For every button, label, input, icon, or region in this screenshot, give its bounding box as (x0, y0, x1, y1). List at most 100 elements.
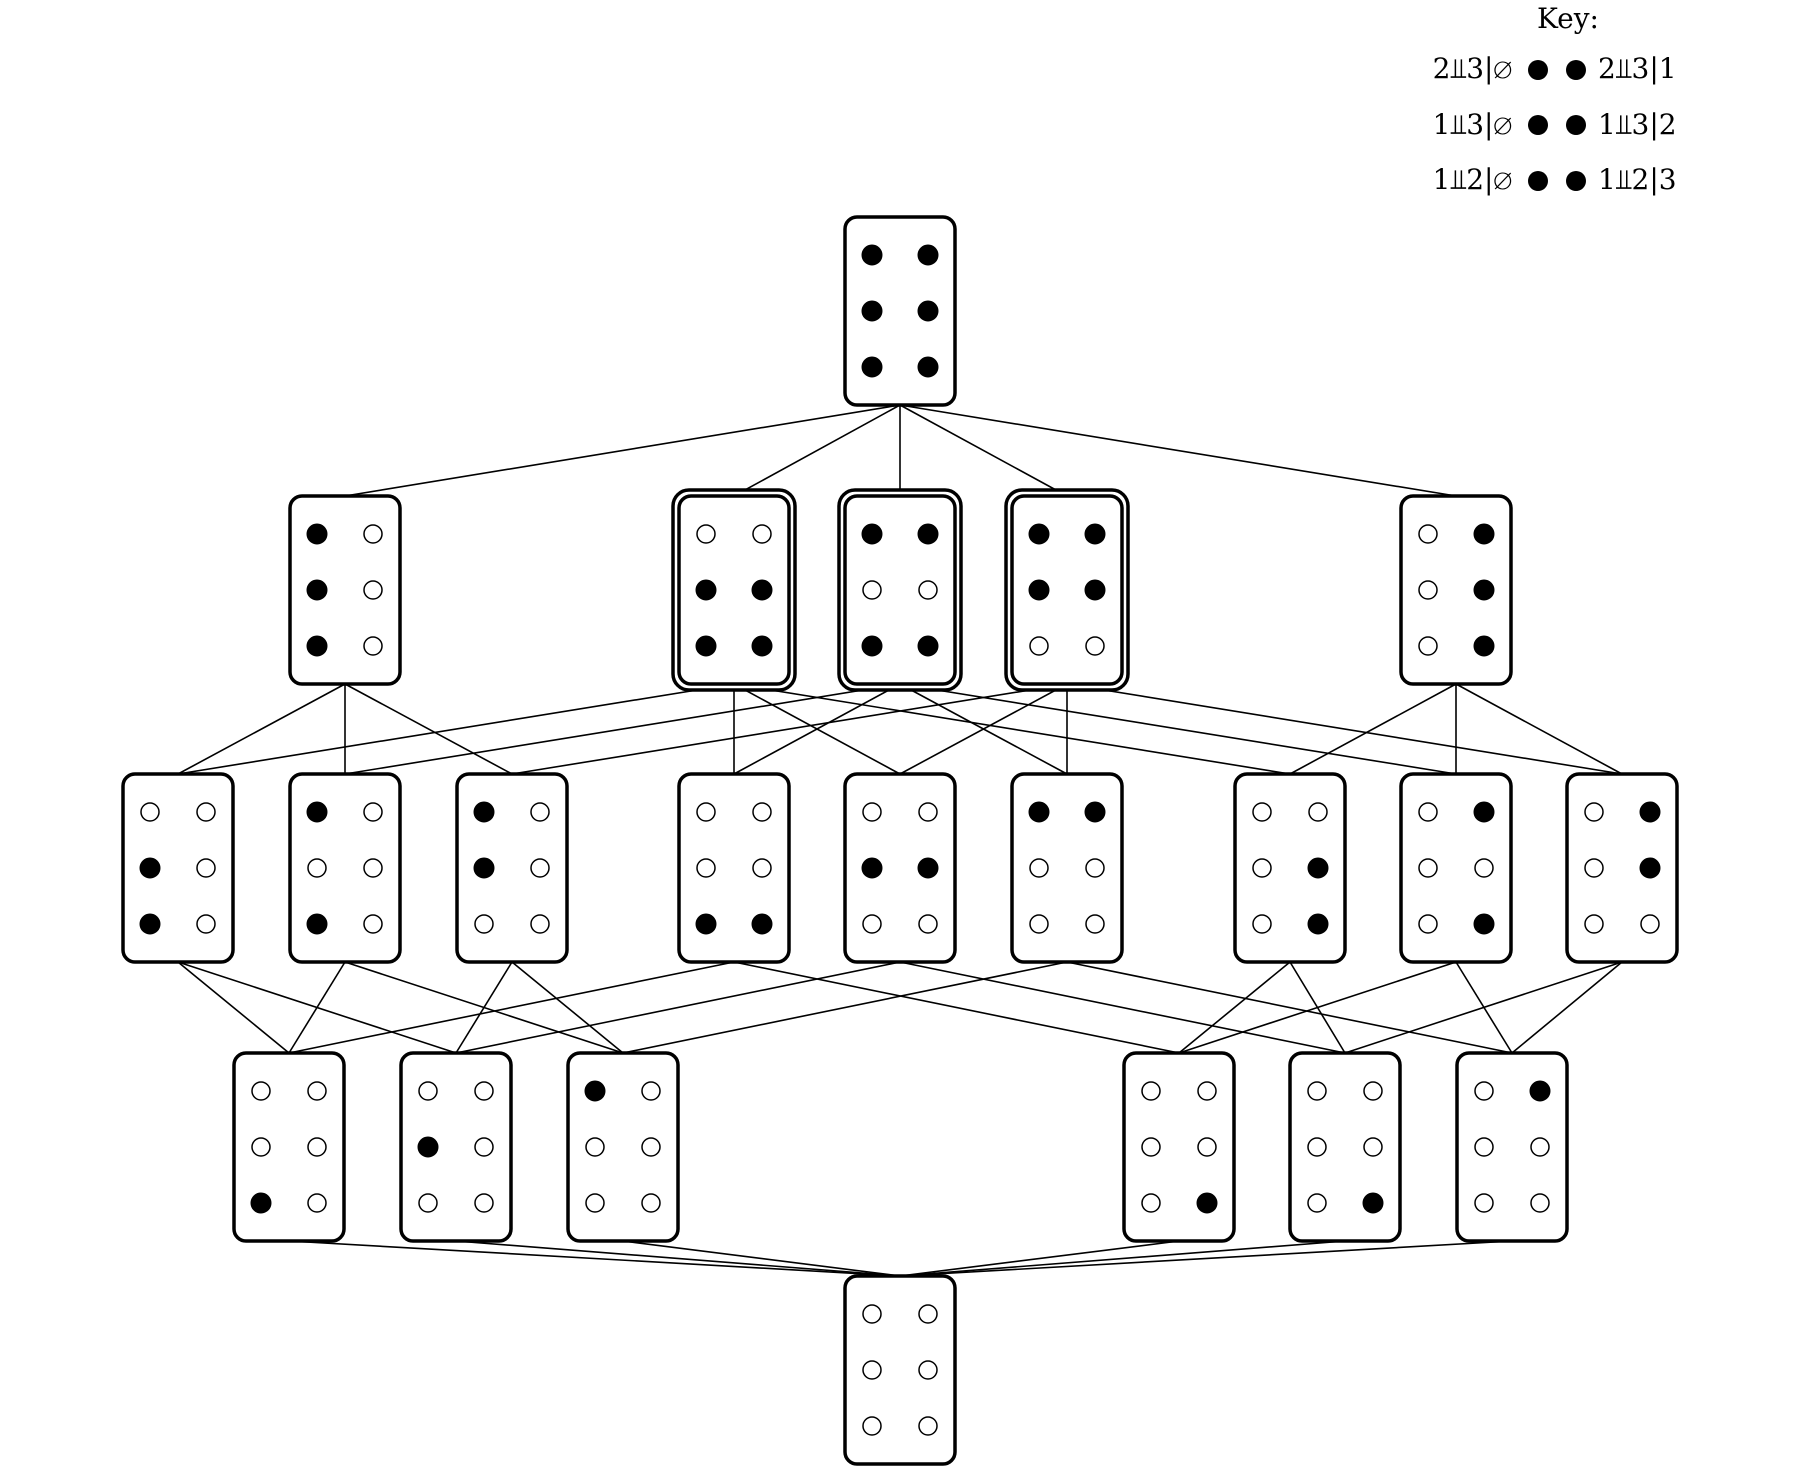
empty-dot (918, 802, 938, 822)
empty-dot (1197, 1137, 1217, 1157)
key-row-3-right: 1⫫2|3 (1598, 163, 1677, 196)
empty-dot (1418, 580, 1438, 600)
edge-r2-e-r3-b (455, 961, 901, 1054)
empty-dot (418, 1081, 438, 1101)
node-r2-c (455, 772, 569, 964)
empty-dot (1141, 1081, 1161, 1101)
empty-dot (1252, 802, 1272, 822)
empty-dot (862, 914, 882, 934)
empty-dot (752, 524, 772, 544)
empty-dot (862, 1304, 882, 1324)
empty-dot (307, 858, 327, 878)
edge-r1-c-r2-d (733, 683, 901, 775)
node-r3-d (1122, 1051, 1236, 1243)
edge-r2-f-r3-f (1066, 961, 1513, 1054)
empty-dot (1252, 914, 1272, 934)
edge-r1-b-r2-a (177, 683, 735, 775)
empty-dot (530, 914, 550, 934)
filled-dot (306, 913, 328, 935)
empty-dot (918, 1416, 938, 1436)
empty-dot (1530, 1193, 1550, 1213)
filled-dot (306, 635, 328, 657)
empty-dot (1307, 1137, 1327, 1157)
node-top (843, 215, 957, 407)
edge-r2-a-r3-a (177, 961, 290, 1054)
node-frame (288, 772, 402, 964)
empty-dot (1252, 858, 1272, 878)
empty-dot (363, 802, 383, 822)
filled-dot (1473, 913, 1495, 935)
filled-dot (861, 523, 883, 545)
empty-dot (1584, 914, 1604, 934)
key-row-2-left-dot (1528, 115, 1548, 135)
filled-dot (1639, 801, 1661, 823)
empty-dot (196, 914, 216, 934)
edge-r2-i-r3-f (1511, 961, 1623, 1054)
edge-r1-d-r2-c (511, 683, 1068, 775)
empty-dot (1307, 1081, 1327, 1101)
filled-dot (1473, 801, 1495, 823)
node-frame (232, 1051, 346, 1243)
empty-dot (1307, 1193, 1327, 1213)
empty-dot (1418, 524, 1438, 544)
filled-dot (306, 801, 328, 823)
empty-dot (585, 1137, 605, 1157)
filled-dot (417, 1136, 439, 1158)
filled-dot (1473, 523, 1495, 545)
empty-dot (363, 636, 383, 656)
filled-dot (1196, 1192, 1218, 1214)
edge-r2-c-r3-c (511, 961, 624, 1054)
edge-r2-c-r3-b (455, 961, 513, 1054)
empty-dot (918, 580, 938, 600)
node-r1-b (671, 488, 797, 692)
empty-dot (307, 1081, 327, 1101)
empty-dot (1474, 1081, 1494, 1101)
empty-dot (363, 580, 383, 600)
empty-dot (1584, 858, 1604, 878)
filled-dot (139, 913, 161, 935)
node-frame (843, 494, 957, 686)
empty-dot (1418, 858, 1438, 878)
edge-r2-f-r3-c (622, 961, 1068, 1054)
node-r2-i (1565, 772, 1679, 964)
node-frame (677, 772, 791, 964)
edge-top-r1-a (344, 404, 901, 497)
key-legend: Key: 2⫫3|∅ 2⫫3|1 1⫫3|∅ 1⫫3|2 1⫫2|∅ 1⫫2|3 (1433, 2, 1677, 196)
empty-dot (474, 914, 494, 934)
key-title: Key: (1537, 2, 1599, 35)
edge-r1-e-r2-i (1455, 683, 1623, 775)
empty-dot (474, 1081, 494, 1101)
edge-r3-f-bottom (899, 1240, 1513, 1277)
filled-dot (473, 857, 495, 879)
filled-dot (1529, 1080, 1551, 1102)
filled-dot (917, 857, 939, 879)
empty-dot (1418, 636, 1438, 656)
empty-dot (862, 580, 882, 600)
empty-dot (918, 1360, 938, 1380)
empty-dot (752, 802, 772, 822)
filled-dot (917, 244, 939, 266)
filled-dot (751, 635, 773, 657)
edge-r3-e-bottom (899, 1240, 1346, 1277)
empty-dot (363, 858, 383, 878)
filled-dot (861, 635, 883, 657)
filled-dot (917, 356, 939, 378)
edge-r1-d-r2-i (1066, 683, 1623, 775)
edge-top-r1-e (899, 404, 1457, 497)
filled-dot (1362, 1192, 1384, 1214)
key-row-3-right-dot (1566, 171, 1586, 191)
filled-dot (1307, 913, 1329, 935)
key-row-1-right: 2⫫3|1 (1598, 52, 1677, 85)
empty-dot (1418, 802, 1438, 822)
empty-dot (1141, 1137, 1161, 1157)
empty-dot (918, 914, 938, 934)
empty-dot (862, 802, 882, 822)
edge-r3-d-bottom (899, 1240, 1180, 1277)
node-r1-e (1399, 494, 1513, 686)
edge-r1-a-r2-a (177, 683, 346, 775)
empty-dot (1197, 1081, 1217, 1101)
edge-r2-h-r3-d (1178, 961, 1457, 1054)
empty-dot (474, 1193, 494, 1213)
empty-dot (140, 802, 160, 822)
